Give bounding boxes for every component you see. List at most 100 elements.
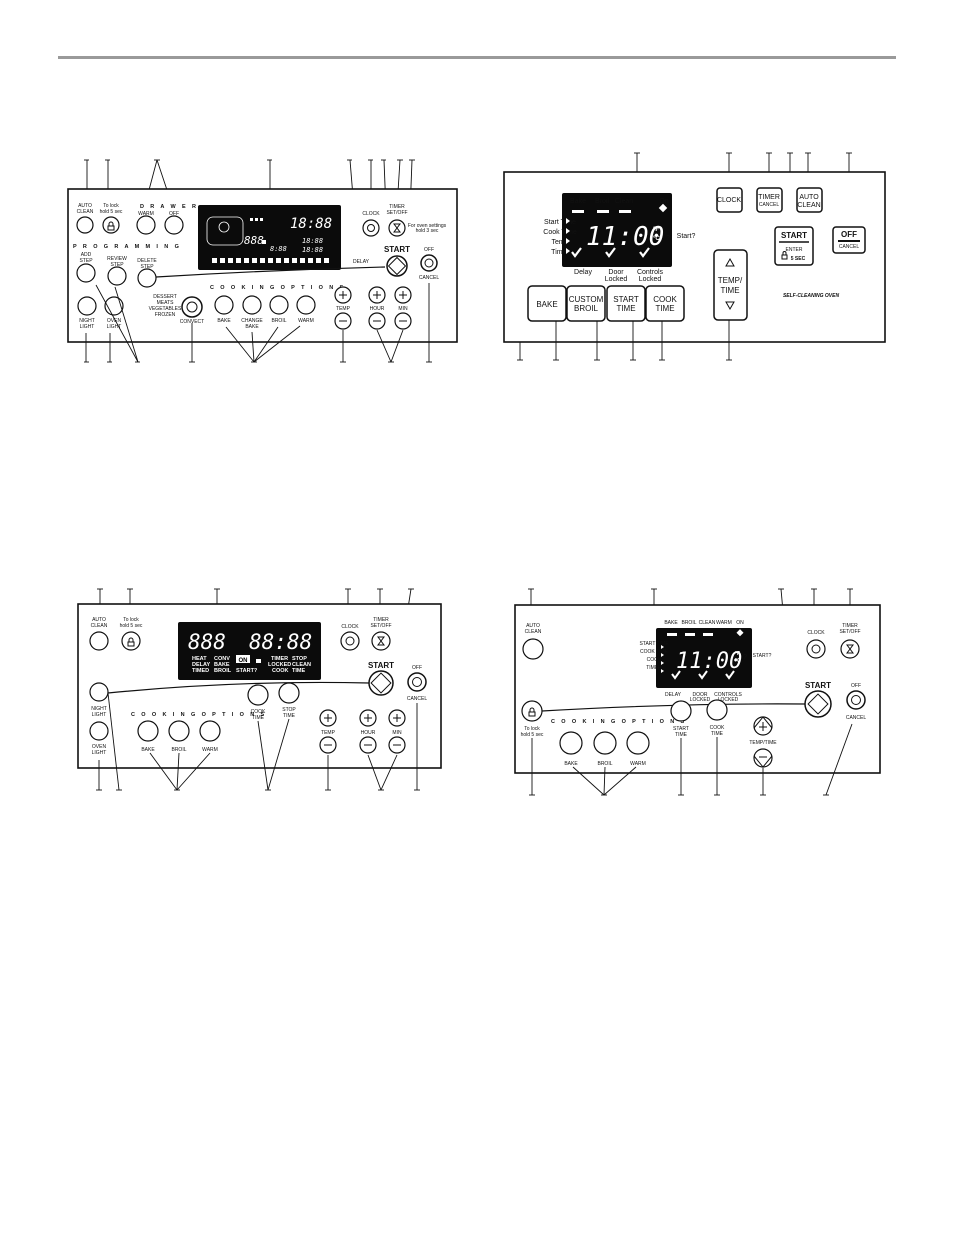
cook-time-button[interactable]: COOK TIME — [706, 699, 728, 737]
display-c: °C — [735, 658, 741, 664]
clock-button[interactable]: CLOCK — [806, 630, 826, 659]
delay-indicator: DELAY — [192, 662, 210, 668]
start-button[interactable]: START — [804, 681, 832, 718]
timer-cancel-button[interactable]: TIMER CANCEL — [756, 187, 783, 213]
start-button[interactable]: START — [384, 245, 410, 277]
clock-button[interactable]: CLOCK — [362, 211, 380, 237]
bake-button[interactable]: BAKE — [137, 720, 159, 753]
off-cancel-button[interactable]: OFF CANCEL — [419, 247, 440, 281]
bake-indicator: Bake — [570, 198, 586, 205]
plus-icon — [339, 291, 347, 299]
timer-button[interactable]: TIMER SET/OFF — [370, 617, 392, 651]
panel-2: 11:00 °F °C Bake Broil Clean On Start Ti… — [503, 152, 886, 361]
hour-up-button[interactable] — [359, 709, 377, 727]
cook-indicator: COOK — [647, 657, 662, 663]
convect-label: CONVECT — [180, 319, 204, 325]
auto-clean-button[interactable]: AUTO CLEAN — [522, 623, 544, 660]
timer-label: TIMER — [389, 204, 405, 210]
min-up-button[interactable] — [388, 709, 406, 727]
lock-button[interactable]: To lock hold 5 sec — [521, 700, 544, 738]
temp-up-button[interactable] — [334, 286, 352, 304]
broil-button[interactable]: BROIL — [168, 720, 190, 753]
clock-button[interactable]: CLOCK — [716, 187, 743, 213]
bake-button[interactable]: BAKE — [559, 731, 583, 767]
cancel-label: CANCEL — [846, 715, 867, 721]
start-label: START — [384, 245, 410, 254]
lock-button[interactable]: To lock hold 5 sec — [100, 203, 123, 234]
panel1-arc-line — [155, 266, 386, 278]
temp-down-button[interactable]: TEMP — [319, 730, 337, 754]
night-light-label: NIGHT — [91, 706, 107, 712]
bake-button[interactable]: BAKE — [214, 295, 234, 324]
temp-down-button[interactable]: TEMP — [334, 306, 352, 330]
bake-indicator: BAKE — [214, 662, 230, 668]
cook-time-button[interactable]: COOK TIME — [645, 285, 685, 322]
min-down-button[interactable]: MIN — [394, 306, 412, 330]
convect-selector[interactable]: DESSERT MEATS VEGETABLES FROZEN CONVECT — [149, 294, 205, 325]
panel2-callouts-bottom — [517, 320, 732, 361]
row-indicators: Start Time Cook Time Temp Timer — [543, 218, 577, 256]
clock-label: CLOCK — [807, 630, 825, 636]
drawer-warm-button[interactable]: WARM — [136, 211, 156, 235]
display-c: °C — [653, 236, 660, 242]
hour-down-button[interactable]: HOUR — [359, 730, 377, 754]
off-cancel-button[interactable]: OFF CANCEL — [832, 226, 866, 254]
oven-light-button[interactable]: OVEN LIGHT — [89, 721, 109, 756]
off-cancel-button[interactable]: OFF CANCEL — [407, 665, 428, 702]
programming-title: P R O G R A M M I N G — [73, 244, 181, 250]
drawer-off-button[interactable]: OFF — [164, 211, 184, 235]
start-button[interactable]: START — [368, 661, 394, 696]
timer-button[interactable]: TIMER SET/OFF — [386, 204, 408, 237]
broil-button[interactable]: BROIL — [269, 295, 289, 324]
review-step-button[interactable]: REVIEW STEP — [107, 256, 127, 286]
warm-button[interactable]: WARM — [296, 295, 316, 324]
display-time-digits: 88:88 — [249, 630, 312, 654]
temp-time-down-button[interactable] — [753, 748, 773, 768]
add-step-button[interactable]: ADD STEP — [76, 252, 96, 283]
hourglass-icon — [393, 223, 401, 233]
clean-indicator: CLEAN — [699, 620, 716, 626]
door-locked-indicator: DOOR — [693, 692, 708, 698]
start-time-button[interactable]: START TIME — [606, 285, 646, 322]
auto-clean-label-2: CLEAN — [77, 209, 94, 215]
broil-button[interactable]: BROIL — [593, 731, 617, 767]
bake-button[interactable]: BAKE — [527, 285, 567, 322]
off-cancel-button[interactable]: OFF CANCEL — [846, 683, 867, 721]
min-up-button[interactable] — [394, 286, 412, 304]
auto-clean-button[interactable]: AUTO CLEAN — [76, 203, 94, 234]
auto-clean-button[interactable]: AUTO CLEAN — [89, 617, 109, 651]
delay-button[interactable]: DELAY — [353, 259, 370, 265]
stop-time-button[interactable]: STOP TIME — [278, 682, 300, 719]
night-light-button[interactable]: NIGHT LIGHT — [89, 682, 109, 718]
auto-clean-label: AUTO — [92, 617, 106, 623]
on-indicator: ON — [736, 620, 744, 626]
display-small-time-2: 18:88 — [302, 237, 323, 245]
timer-button[interactable]: TIMER SET/OFF — [839, 623, 861, 659]
temp-up-button[interactable] — [319, 709, 337, 727]
min-down-button[interactable]: MIN — [388, 730, 406, 754]
temp-time-label-2: TIME — [720, 286, 739, 295]
start-time-button[interactable]: START TIME — [670, 700, 692, 738]
start-time-indicator: Start Time — [544, 219, 576, 226]
warm-button[interactable]: WARM — [199, 720, 221, 753]
auto-clean-button[interactable]: AUTO CLEAN — [796, 187, 823, 213]
cook-time-button[interactable]: COOK TIME — [247, 684, 269, 721]
change-bake-button[interactable]: CHANGE BAKE — [241, 295, 263, 330]
convect-mode-4: FROZEN — [155, 312, 176, 318]
off-label: OFF — [841, 230, 857, 239]
timer-cancel-label: CANCEL — [759, 202, 780, 208]
on-indicator: ON — [239, 658, 248, 664]
temp-time-up-button[interactable]: TEMP/TIME — [749, 716, 777, 746]
temp-time-button[interactable]: TEMP/ TIME — [713, 249, 748, 321]
custom-broil-button[interactable]: CUSTOM BROIL — [566, 285, 606, 322]
start-enter-button[interactable]: START ENTER 5 SEC — [774, 226, 814, 266]
night-light-button[interactable]: NIGHT LIGHT — [77, 296, 97, 330]
lock-button[interactable]: To lock hold 5 sec — [120, 617, 143, 651]
delete-step-button[interactable]: DELETE STEP — [137, 258, 157, 288]
warm-button[interactable]: WARM — [626, 731, 650, 767]
timed-indicator: TIMED — [192, 668, 209, 674]
hour-down-button[interactable]: HOUR — [368, 306, 386, 330]
drawer-off-label: OFF — [169, 211, 179, 217]
hour-up-button[interactable] — [368, 286, 386, 304]
clock-button[interactable]: CLOCK — [340, 624, 360, 651]
